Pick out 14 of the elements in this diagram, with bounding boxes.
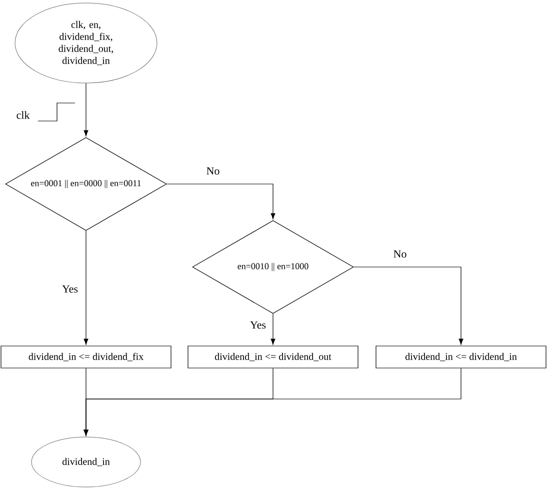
arrow — [84, 368, 462, 436]
edge-label: Yes — [61, 284, 79, 294]
arrow — [84, 230, 88, 345]
edge-label: No — [392, 249, 408, 259]
process-box: dividend_in <= dividend_in — [376, 346, 546, 368]
arrow — [270, 314, 276, 345]
arrow — [354, 266, 464, 345]
arrow — [84, 82, 88, 136]
process-box: dividend_in <= dividend_out — [188, 346, 358, 368]
arrow — [166, 184, 276, 220]
edge-label: Yes — [249, 320, 267, 330]
signal-label: clk — [16, 111, 30, 119]
edge-label: No — [205, 166, 221, 176]
process-box: dividend_in <= dividend_fix — [0, 346, 172, 368]
